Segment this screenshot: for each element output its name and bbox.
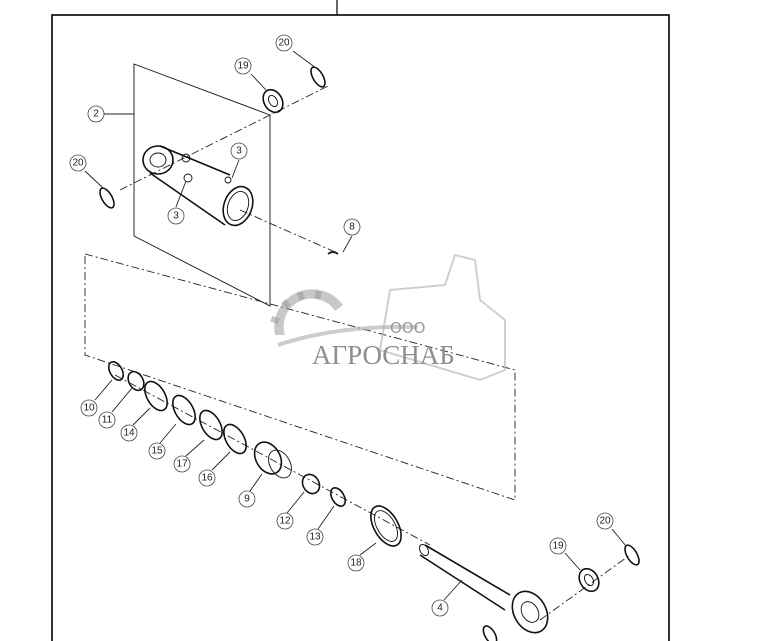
svg-text:18: 18 bbox=[350, 558, 362, 569]
callout-3: 3 bbox=[167, 207, 185, 225]
callout-9: 9 bbox=[238, 490, 256, 508]
svg-text:3: 3 bbox=[173, 211, 179, 222]
svg-text:17: 17 bbox=[176, 459, 188, 470]
callout-3: 3 bbox=[230, 142, 248, 160]
svg-text:20: 20 bbox=[278, 38, 290, 49]
svg-text:3: 3 bbox=[236, 146, 242, 157]
svg-text:9: 9 bbox=[244, 494, 250, 505]
callout-20: 20 bbox=[69, 154, 87, 172]
bushing-upper-part bbox=[262, 88, 284, 114]
callout-11: 11 bbox=[98, 411, 116, 429]
svg-text:11: 11 bbox=[102, 415, 113, 426]
callout-13: 13 bbox=[306, 528, 324, 546]
piston-rod-part bbox=[418, 543, 549, 634]
callout-18: 18 bbox=[347, 554, 365, 572]
callout-leaders bbox=[84, 50, 627, 601]
axis-line-mid bbox=[239, 209, 336, 253]
bushing-lower-part bbox=[578, 567, 600, 593]
cylinder-body-part bbox=[142, 145, 254, 227]
svg-text:15: 15 bbox=[151, 446, 163, 457]
svg-text:20: 20 bbox=[72, 158, 84, 169]
snap-ring-bottom-part bbox=[482, 625, 498, 641]
callout-20: 20 bbox=[596, 512, 614, 530]
callout-19: 19 bbox=[234, 57, 252, 75]
callout-2: 2 bbox=[87, 105, 105, 123]
callout-12: 12 bbox=[276, 512, 294, 530]
callout-8: 8 bbox=[343, 218, 361, 236]
callout-4: 4 bbox=[431, 599, 449, 617]
svg-text:19: 19 bbox=[552, 541, 564, 552]
piston-group-panel bbox=[84, 253, 516, 501]
svg-text:20: 20 bbox=[599, 516, 611, 527]
agrosnab-watermark-logo: ООО АГРОСНАБ bbox=[270, 253, 506, 382]
callout-16: 16 bbox=[198, 469, 216, 487]
snap-ring-left-part bbox=[99, 187, 115, 209]
svg-text:8: 8 bbox=[349, 222, 355, 233]
callout-17: 17 bbox=[173, 455, 191, 473]
svg-text:12: 12 bbox=[279, 516, 291, 527]
cylinder-body-panel bbox=[133, 63, 271, 307]
fitting-part bbox=[327, 251, 339, 255]
svg-text:4: 4 bbox=[437, 603, 443, 614]
piston-seals-parts bbox=[107, 361, 402, 547]
diagram-frame bbox=[51, 14, 670, 641]
callout-15: 15 bbox=[148, 442, 166, 460]
axis-line-lower bbox=[539, 554, 631, 621]
snap-ring-upper-part bbox=[310, 66, 326, 88]
svg-text:10: 10 bbox=[83, 403, 95, 414]
snap-ring-lower-part bbox=[624, 544, 640, 566]
axis-line-piston bbox=[114, 374, 431, 546]
svg-text:16: 16 bbox=[201, 473, 213, 484]
svg-text:14: 14 bbox=[123, 428, 135, 439]
callout-20: 20 bbox=[275, 34, 293, 52]
callout-10: 10 bbox=[80, 399, 98, 417]
axis-line-upper bbox=[119, 84, 331, 191]
svg-text:ООО: ООО bbox=[390, 319, 425, 337]
svg-text:13: 13 bbox=[309, 532, 321, 543]
callout-19: 19 bbox=[549, 537, 567, 555]
svg-text:2: 2 bbox=[93, 109, 99, 120]
svg-text:19: 19 bbox=[237, 61, 249, 72]
svg-text:АГРОСНАБ: АГРОСНАБ bbox=[312, 340, 455, 370]
callout-14: 14 bbox=[120, 424, 138, 442]
